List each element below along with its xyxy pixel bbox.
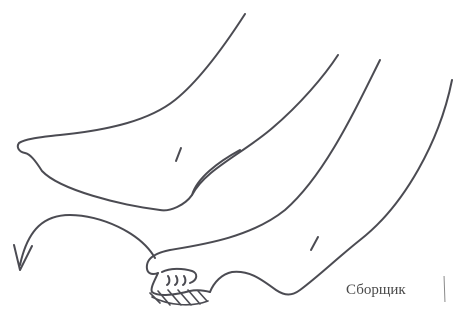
lower-ankle-mark (311, 237, 318, 250)
exercise-caption: Сборщик (346, 283, 406, 298)
upper-ankle-mark (176, 148, 181, 161)
motion-arrowhead (14, 245, 32, 270)
upper-foot-outline (18, 14, 338, 210)
lower-foot-outline (147, 60, 452, 295)
floor-contact-hatching (150, 290, 208, 305)
motion-arrow (20, 215, 155, 265)
